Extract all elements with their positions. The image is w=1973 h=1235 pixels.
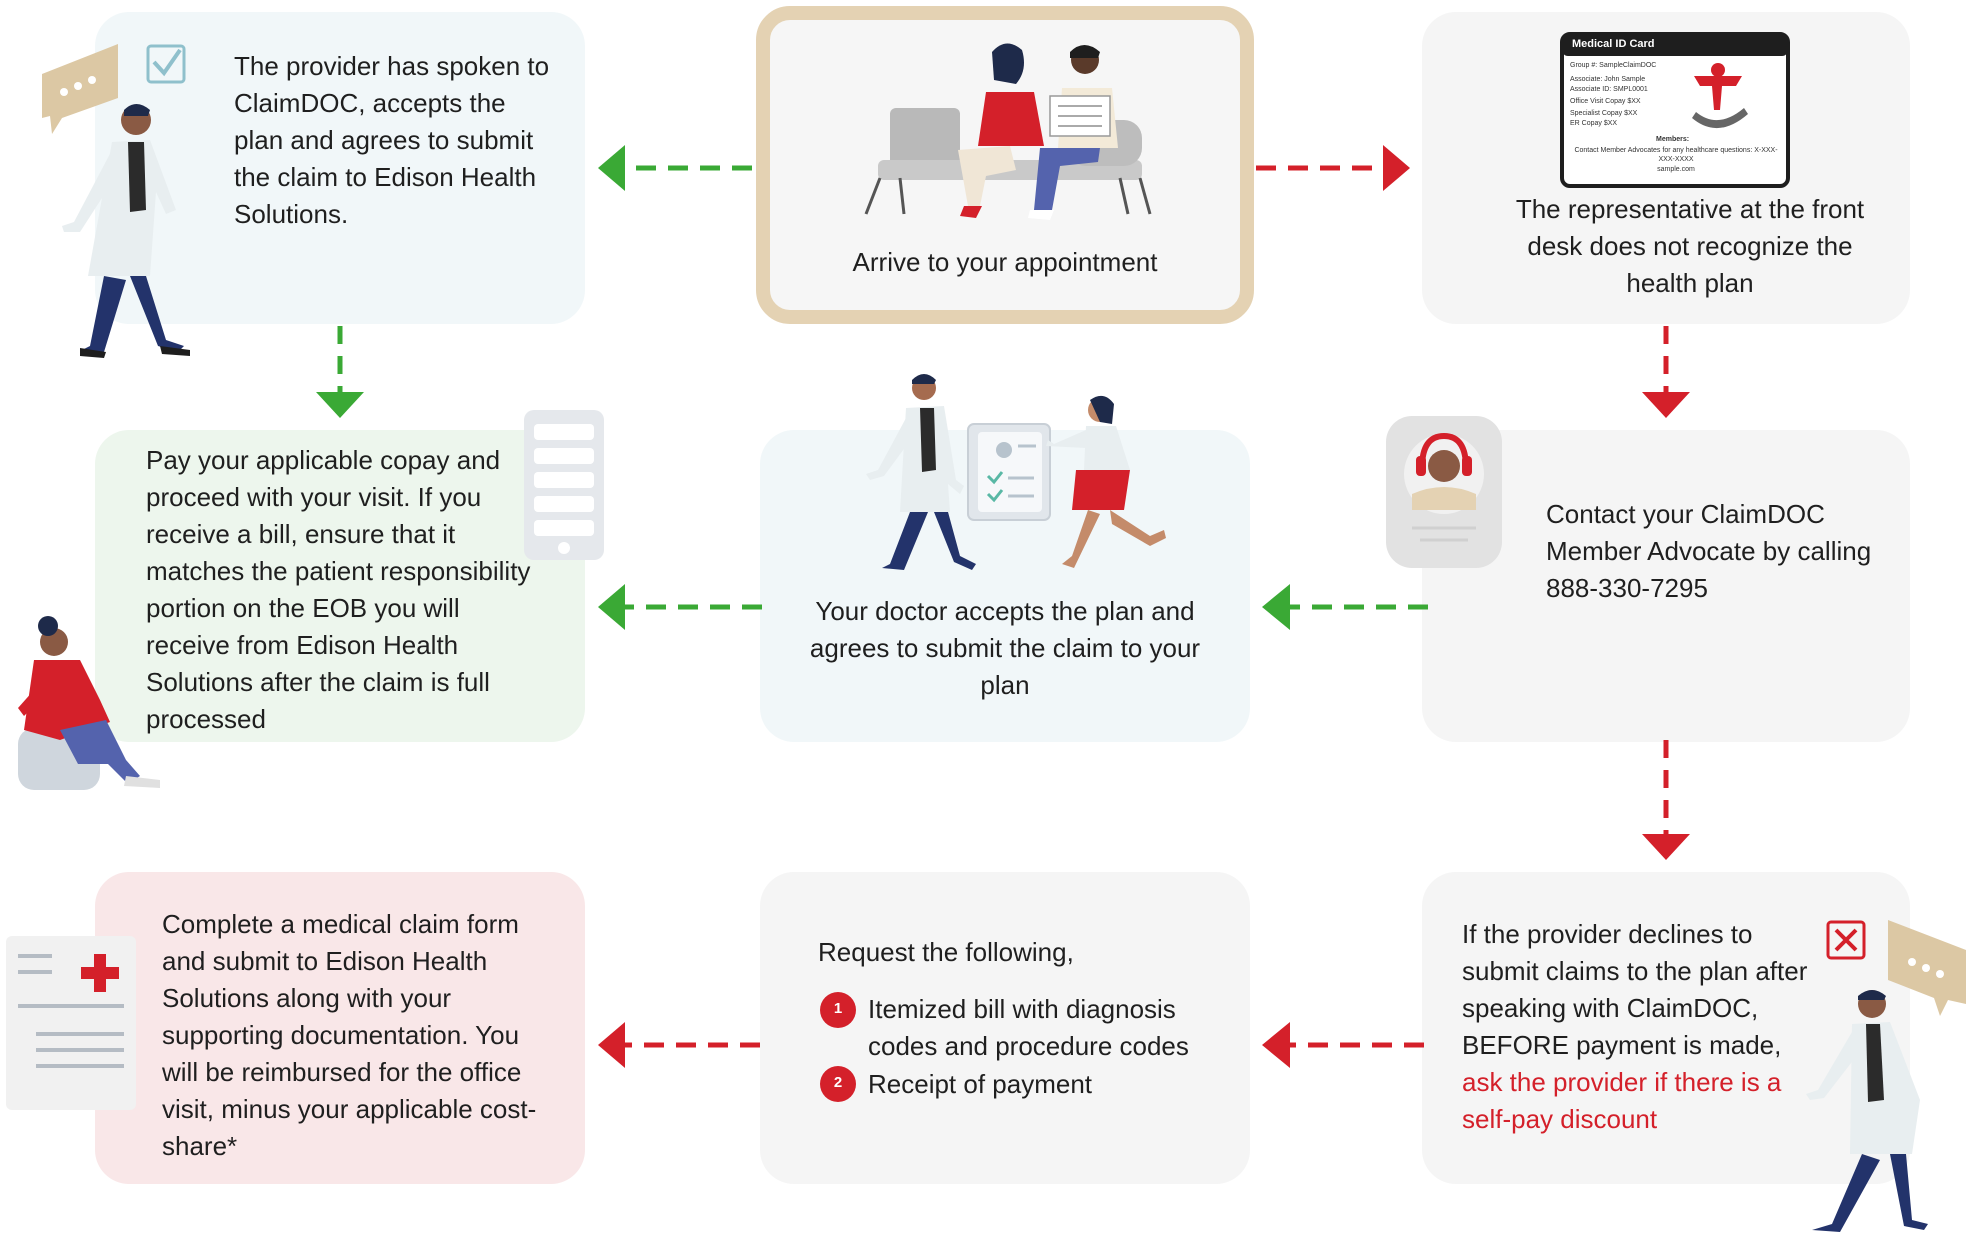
medical-form-icon [6,936,136,1110]
medical-id-card [1560,32,1790,188]
arrow-frontdesk-to-contact [1642,326,1690,418]
speech-bubble-icon-2 [1888,920,1966,1016]
step-provider-spoken-card [95,12,585,324]
doctor-illustration-right [1806,990,1928,1232]
id-card-line-1: Group #: SampleClaimDOC [1570,62,1657,69]
arrow-contact-to-declines [1642,740,1690,860]
doctor-patient-illustration [866,374,1166,570]
step-arrive-text: Arrive to your appointment [852,247,1158,277]
doctor-illustration-left [62,104,190,358]
speech-bubble-icon [42,44,118,134]
request-item-number-badges [820,992,856,1102]
arrow-provider-to-copay [316,326,364,418]
step-declines-text: If the provider declines to submit claim… [1462,916,1808,1138]
step-request-card [760,872,1250,1184]
id-card-line-5: Specialist Copay $XX [1570,110,1638,117]
step-claim-form-text: Complete a medical claim form and submit… [162,909,537,1161]
step-pay-copay-text: Pay your applicable copay and proceed wi… [146,445,531,734]
id-card-members-label: Members: [1656,136,1690,143]
id-card-line-6: ER Copay $XX [1570,120,1618,127]
id-card-site: sample.com [1657,166,1695,173]
request-item-1-text: Itemized bill with diagnosis codes and p… [868,994,1189,1061]
id-card-line-3: Associate ID: SMPL0001 [1570,86,1648,93]
step-pay-copay-card [95,430,585,742]
checkbox-check-icon [146,44,186,84]
checkbox-x-icon [1826,920,1866,960]
member-advocate-badge [1386,416,1502,568]
id-card-title: Medical ID Card [1572,38,1655,50]
sitting-woman-illustration [18,616,160,790]
id-card-line-2: Associate: John Sample [1570,76,1646,83]
arrow-request-to-claimform [598,1022,760,1068]
request-item-1-number: 1 [833,1000,843,1017]
step-doctor-accepts-text: Your doctor accepts the plan and agrees … [809,596,1201,700]
arrow-arrive-to-frontdesk [1256,145,1410,191]
arrow-doctor-to-copay [598,584,762,630]
id-card-footer: Contact Member Advocates for any healthc… [1574,147,1778,163]
phone-list-icon [524,410,604,560]
request-item-2-number: 2 [833,1074,843,1091]
step-claim-form-card [95,872,585,1184]
id-card-line-4: Office Visit Copay $XX [1570,98,1641,105]
waiting-room-illustration [864,43,1152,220]
step-declines-highlight: ask the provider if there is a self-pay … [1462,1067,1782,1134]
arrow-arrive-to-provider [598,145,752,191]
request-item-2-text: Receipt of payment [868,1069,1093,1099]
step-contact-advocate-text: Contact your ClaimDOC Member Advocate by… [1546,499,1872,603]
arrow-declines-to-request [1262,1022,1424,1068]
arrow-contact-to-doctor [1262,584,1428,630]
step-front-desk-text: The representative at the front desk doe… [1515,194,1865,298]
step-contact-advocate-card [1422,430,1910,742]
request-intro: Request the following, [818,937,1074,967]
step-declines-main: If the provider declines to submit claim… [1462,919,1808,1060]
step-provider-spoken-text: The provider has spoken to ClaimDOC, acc… [234,51,550,229]
